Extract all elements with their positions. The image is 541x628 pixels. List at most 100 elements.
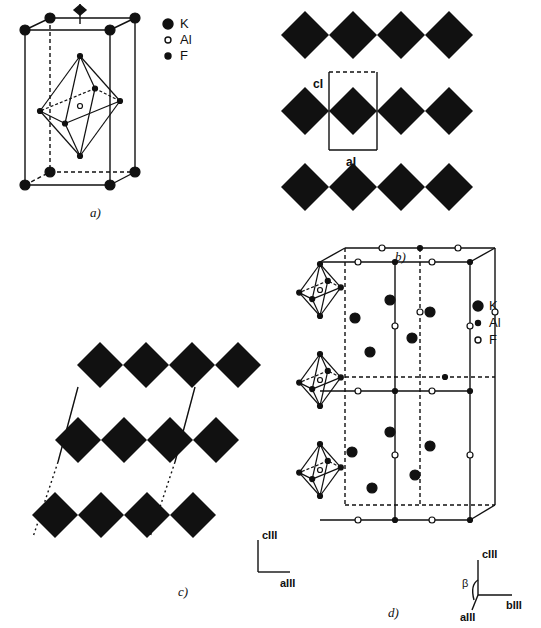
- octahedron-edge: [299, 281, 328, 293]
- panel-label: c): [178, 585, 188, 598]
- octahedron-section: [329, 11, 377, 59]
- octahedron-edge: [320, 281, 328, 316]
- octahedron-section: [377, 11, 425, 59]
- octahedron-section: [77, 342, 123, 388]
- k-atom: [347, 447, 357, 457]
- octahedron-edge: [320, 354, 341, 377]
- f-atom: [318, 404, 323, 409]
- f-atom: [78, 154, 83, 159]
- f-atom: [310, 477, 315, 482]
- k-atom: [130, 167, 140, 177]
- f-atom: [318, 262, 323, 267]
- f-atom: [392, 452, 398, 458]
- f-atom: [338, 465, 343, 470]
- legend-text: F: [489, 333, 497, 346]
- f-atom: [297, 290, 302, 295]
- octahedron-section: [215, 342, 261, 388]
- al-atom: [468, 518, 473, 523]
- al-atom: [78, 104, 83, 109]
- k-atom: [410, 470, 420, 480]
- k-atom: [350, 313, 360, 323]
- f-atom: [379, 245, 385, 251]
- f-atom: [318, 352, 323, 357]
- octahedron-section: [124, 492, 170, 538]
- octahedron-edge: [320, 461, 328, 496]
- f-atom: [355, 517, 361, 523]
- f-atom: [325, 458, 330, 463]
- axis-label: aI: [346, 156, 356, 168]
- octahedron-section: [281, 87, 329, 135]
- f-atom: [467, 323, 473, 329]
- k-atom: [407, 333, 417, 343]
- k-atom: [45, 167, 55, 177]
- legend-text: K: [180, 17, 189, 30]
- octahedron-section: [32, 492, 78, 538]
- f-atom: [118, 99, 123, 104]
- k-atom: [105, 25, 115, 35]
- k-atom: [425, 307, 435, 317]
- octahedron-edge: [312, 444, 320, 479]
- octahedron-section: [425, 11, 473, 59]
- al-atom: [393, 518, 398, 523]
- f-atom: [38, 109, 43, 114]
- panel-label: b): [395, 250, 406, 263]
- k-atom: [20, 25, 30, 35]
- octahedron-section: [123, 342, 169, 388]
- al-atom: [468, 389, 473, 394]
- octahedron-section: [377, 163, 425, 211]
- octahedron-section: [377, 87, 425, 135]
- octahedron-edge: [320, 371, 328, 406]
- octahedron-edge: [95, 89, 120, 102]
- octahedron-section: [55, 417, 101, 463]
- f-atom: [429, 259, 435, 265]
- f-atom: [417, 309, 423, 315]
- panel-label: a): [90, 206, 101, 219]
- octahedron-edge: [299, 473, 320, 496]
- octahedron-section: [147, 417, 193, 463]
- al-atom: [318, 378, 323, 383]
- legend-text: Al: [489, 316, 501, 329]
- octahedron-edge: [40, 111, 65, 124]
- axis-label: β: [462, 578, 468, 589]
- f-atom: [325, 278, 330, 283]
- legend-text: Al: [180, 33, 192, 46]
- k-atom: [425, 441, 435, 451]
- k-atom: [20, 180, 30, 190]
- axis-label: aIII: [280, 578, 295, 589]
- octahedron-edge: [65, 124, 80, 157]
- k-atom: [385, 295, 395, 305]
- legend-text: F: [180, 49, 188, 62]
- octahedron-edge: [320, 264, 341, 287]
- octahedron-section: [329, 163, 377, 211]
- f-atom: [318, 494, 323, 499]
- f-atom: [318, 442, 323, 447]
- al-atom: [393, 389, 398, 394]
- f-atom: [78, 54, 83, 59]
- octahedron-section: [193, 417, 239, 463]
- octahedron-section: [78, 492, 124, 538]
- f-atom: [297, 470, 302, 475]
- f-atom: [310, 297, 315, 302]
- axis-label: cI: [313, 78, 323, 90]
- octahedron-edge: [312, 354, 320, 389]
- al-atom: [318, 468, 323, 473]
- f-atom: [429, 388, 435, 394]
- f-atom: [63, 121, 68, 126]
- axis-label: cIII: [482, 549, 497, 560]
- axis-label: cIII: [262, 530, 277, 541]
- octahedron-section: [425, 163, 473, 211]
- f-atom: [318, 314, 323, 319]
- k-atom: [385, 427, 395, 437]
- k-atom: [367, 483, 377, 493]
- k-atom: [130, 13, 140, 23]
- f-atom: [93, 86, 98, 91]
- octahedron-edge: [40, 89, 95, 112]
- f-atom: [355, 388, 361, 394]
- octahedron-edge: [299, 461, 328, 473]
- f-atom: [392, 323, 398, 329]
- f-atom: [455, 245, 461, 251]
- octahedron-edge: [65, 56, 80, 124]
- octahedron-section: [329, 87, 377, 135]
- octahedron-section: [170, 492, 216, 538]
